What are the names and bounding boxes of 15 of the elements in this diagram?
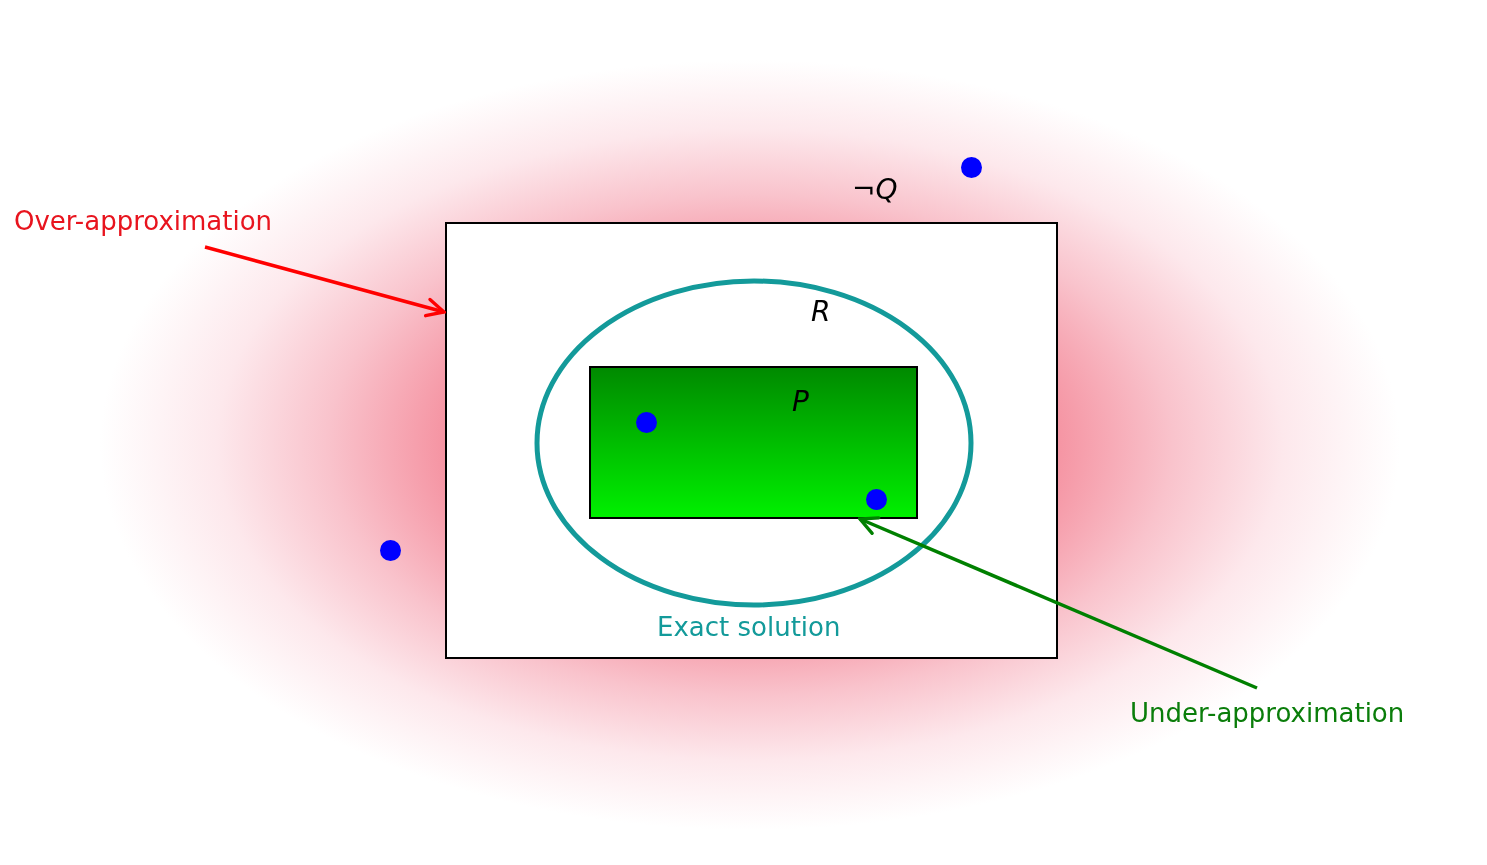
annotation-label: Over-approximation (14, 206, 273, 236)
region-label: P (792, 388, 809, 416)
arrow (858, 516, 1258, 690)
point-marker (866, 489, 887, 510)
region-label: ¬Q (852, 176, 898, 204)
point-marker (380, 540, 401, 561)
ellipse-region (534, 278, 974, 608)
caption-label: Exact solution (657, 614, 841, 640)
region-label: R (811, 298, 831, 326)
filled-rectangle (589, 366, 918, 519)
point-marker (961, 157, 982, 178)
annotation-label: Under-approximation (1130, 698, 1405, 728)
rectangle-region (445, 222, 1058, 659)
arrow (204, 245, 446, 318)
point-marker (636, 412, 657, 433)
